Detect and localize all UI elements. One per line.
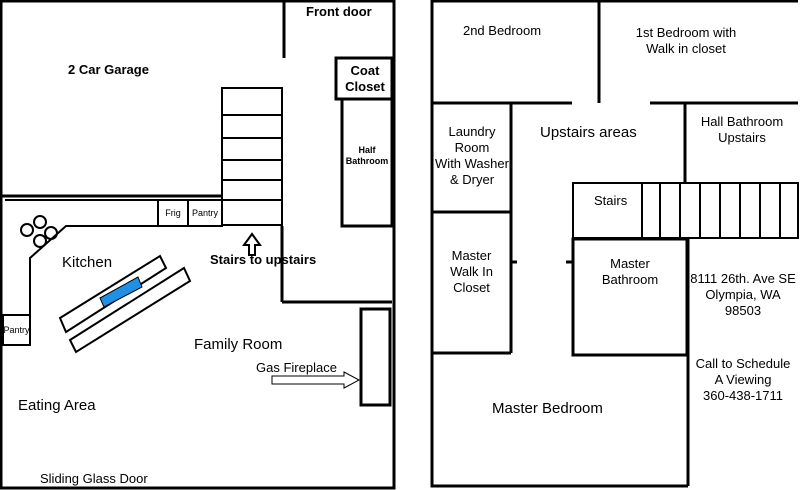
eating-area-label: Eating Area [18, 397, 96, 414]
garage-label: 2 Car Garage [68, 62, 149, 77]
stove-burner-icon [44, 226, 58, 240]
master-walk-in-closet-label: Master Walk In Closet [450, 248, 493, 295]
half-bathroom-walls [340, 97, 394, 228]
second-bedroom-label: 2nd Bedroom [462, 23, 542, 38]
pantry-box [187, 199, 223, 227]
half-bathroom-label: Half Bathroom [345, 145, 389, 166]
coat-closet-label: Coat Closet [345, 63, 385, 94]
gas-fireplace-label: Gas Fireplace [256, 360, 337, 375]
laundry-room-label: Laundry Room With Washer & Dryer [435, 124, 509, 187]
island-counter [58, 254, 168, 334]
master-bathroom-label: Master Bathroom [601, 256, 659, 287]
stairs-up [572, 182, 799, 239]
up-arrow-icon [242, 232, 262, 256]
hall-bathroom-label: Hall Bathroom Upstairs [700, 114, 784, 145]
front-door-label: Front door [306, 4, 372, 19]
call-block: Call to Schedule A Viewing 360-438-1711 [695, 356, 791, 403]
kitchen-fixtures [2, 199, 223, 354]
upstairs-stairs [572, 182, 799, 239]
downstairs-outline [0, 0, 396, 490]
downstairs-walls [0, 0, 396, 490]
upstairs-outline [430, 0, 798, 488]
island-counter-2 [68, 266, 192, 354]
fireplace [359, 307, 392, 407]
upstairs-walls [430, 0, 798, 488]
frig-label: Frig [165, 208, 181, 218]
first-bedroom-label: 1st Bedroom with Walk in closet [635, 25, 737, 56]
stove-burner-icon [33, 215, 47, 229]
upstairs-areas-label: Upstairs areas [540, 124, 637, 141]
pantry-label: Pantry [191, 208, 218, 218]
stairs-label: Stairs [594, 193, 628, 208]
right-arrow-icon [271, 371, 361, 389]
stairs-down [221, 87, 283, 226]
stove-burner-icon [20, 223, 34, 237]
downstairs-stairs [221, 87, 283, 226]
pantry-left-label: Pantry [3, 325, 30, 335]
sliding-glass-door-label: Sliding Glass Door [40, 471, 148, 486]
pantry-left-box [2, 314, 31, 346]
sink-icon [99, 276, 143, 308]
address-block: 8111 26th. Ave SE Olympia, WA 98503 [690, 271, 796, 318]
stove-burner-icon [33, 234, 47, 248]
family-room-label: Family Room [194, 336, 283, 353]
master-bedroom-label: Master Bedroom [492, 400, 603, 417]
stairs-to-upstairs-label: Stairs to upstairs [210, 252, 317, 267]
kitchen-label: Kitchen [62, 254, 113, 271]
